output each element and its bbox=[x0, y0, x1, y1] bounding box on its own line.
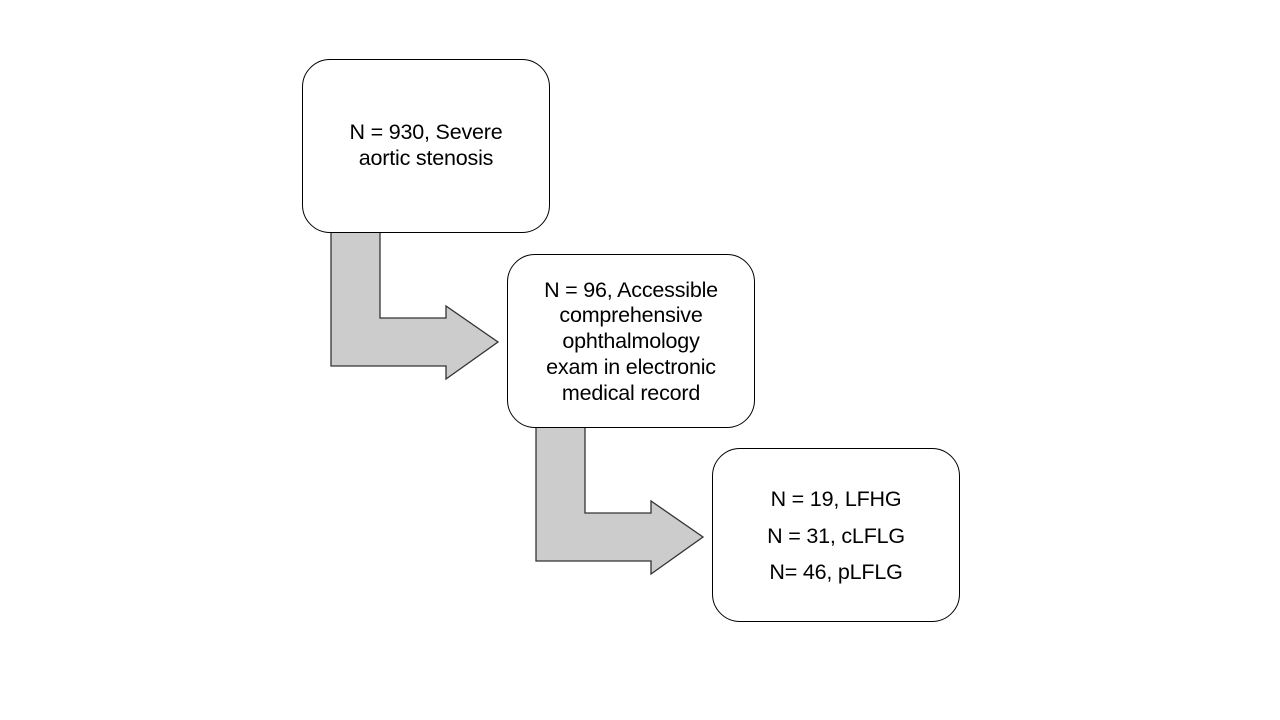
box-text-line: N = 930, Severe bbox=[349, 120, 503, 145]
flow-box-subgroups: N = 19, LFHG N = 31, cLFLG N= 46, pLFLG bbox=[712, 448, 960, 622]
box-text-line: exam in electronic bbox=[546, 354, 716, 379]
bent-arrow-step2-to-step3 bbox=[535, 426, 705, 576]
flow-box-ophthalmology-exam: N = 96, Accessible comprehensive ophthal… bbox=[507, 254, 755, 428]
box-text-line: comprehensive bbox=[559, 303, 703, 328]
subgroup-clflg: N = 31, cLFLG bbox=[767, 523, 905, 548]
subgroup-plflg: N= 46, pLFLG bbox=[769, 560, 903, 585]
flow-box-severe-aortic-stenosis: N = 930, Severe aortic stenosis bbox=[302, 59, 550, 233]
box-text-line: ophthalmology bbox=[562, 329, 700, 354]
box-text-line: N = 96, Accessible bbox=[544, 277, 718, 302]
box-text-line: aortic stenosis bbox=[358, 146, 494, 170]
subgroup-lfhg: N = 19, LFHG bbox=[770, 487, 902, 512]
bent-arrow-step1-to-step2 bbox=[330, 231, 500, 381]
box-text-line: medical record bbox=[561, 380, 701, 405]
